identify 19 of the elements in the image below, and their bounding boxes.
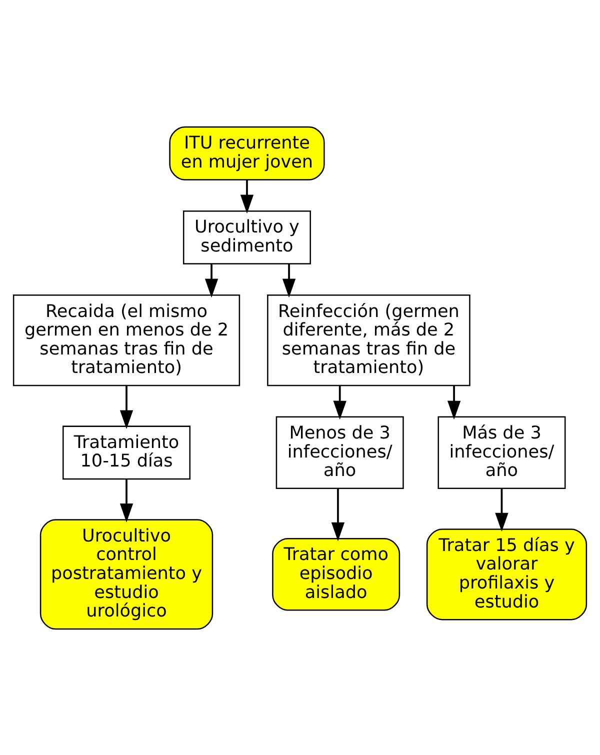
arrow [204,263,218,298]
arrow [120,385,134,429]
node-box: Urocultivo control postratamiento y estudio urológico [40,518,214,630]
node-box: Más de 3 infecciones/ año [438,416,566,489]
node-box: Tratar 15 días y valorar profilaxis y estudio [426,528,588,620]
node-box: Tratamiento 10-15 días [62,425,190,480]
node-box: ITU recurrente en mujer joven [169,126,325,180]
arrow [120,478,134,522]
arrow [240,179,254,214]
arrow [495,488,508,532]
node-box: Menos de 3 infecciones/ año [276,416,404,489]
node-box: Reinfección (germen diferente, más de 2 semanas tras fin de tratamiento) [267,294,470,386]
node-box: Recaida (el mismo germen en menos de 2 semanas tras fin de tratamiento) [12,294,240,386]
arrow [447,385,461,420]
node-box: Tratar como episodio aislado [272,538,400,610]
arrow [282,263,296,298]
node-box: Urocultivo y sedimento [182,210,311,264]
arrow [333,385,346,420]
arrow [331,488,345,541]
